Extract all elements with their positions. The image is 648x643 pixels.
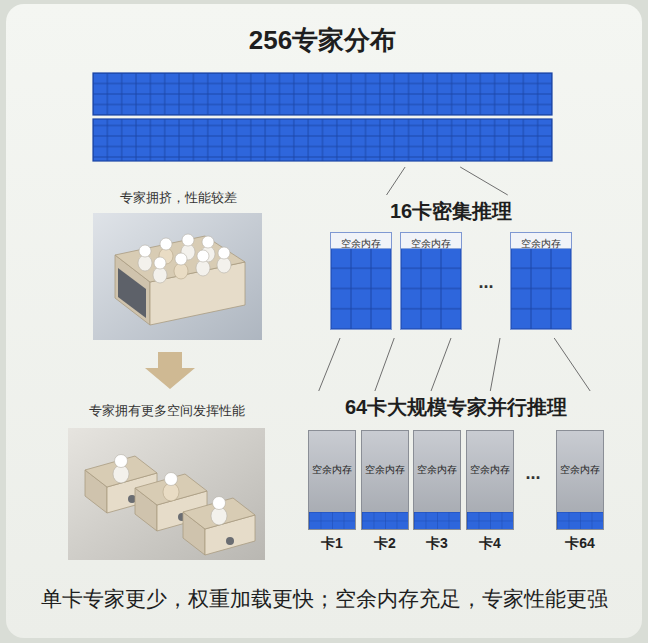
card-expert-strip (309, 512, 355, 529)
ellipsis: ... (466, 272, 506, 292)
illustration-note: 专家拥挤，性能较差 (88, 188, 268, 208)
expert-grid (93, 73, 552, 115)
memory-label: 空余内存 (470, 463, 510, 477)
expert-head (197, 250, 209, 262)
fan-out-lines (387, 167, 508, 195)
expert-body (217, 257, 231, 273)
tray-floor (115, 236, 245, 282)
memory-label: 空余内存 (411, 236, 451, 251)
card-box: 空余内存 (361, 430, 409, 530)
expert-head (202, 236, 214, 248)
card-box: 空余内存 (308, 430, 356, 530)
card-header: 空余内存 (331, 233, 391, 249)
card-name: 卡3 (407, 534, 467, 552)
card-name: 卡64 (550, 534, 610, 552)
card-memory (413, 430, 461, 530)
card-group: 空余内存卡1空余内存卡2空余内存卡3空余内存卡4空余内存卡6464卡大规模专家并… (300, 394, 612, 555)
heading: 64卡大规模专家并行推理 (300, 394, 612, 420)
card-expert-strip (557, 512, 603, 529)
expert-tray (183, 497, 255, 556)
card-expert-grid (511, 248, 571, 329)
card-expert-strip (467, 512, 513, 529)
card-name: 卡2 (355, 534, 415, 552)
card-memory (466, 430, 514, 530)
card-memory (556, 430, 604, 530)
expert-head (154, 257, 166, 269)
gpu-card: 空余内存 (400, 232, 462, 330)
caption: 单卡专家更少，权重加载更快；空余内存充足，专家性能更强 (4, 584, 644, 614)
gpu-card: 空余内存卡4 (466, 430, 514, 555)
memory-label: 空余内存 (312, 463, 352, 477)
gpu-card: 空余内存卡64 (556, 430, 604, 555)
tray-fan (226, 537, 234, 545)
poster-panel (6, 4, 642, 638)
card-memory (361, 430, 409, 530)
memory-label: 空余内存 (521, 236, 561, 251)
memory-label: 空余内存 (341, 236, 381, 251)
crowded-experts (138, 234, 231, 283)
memory-label: 空余内存 (417, 463, 457, 477)
heading: 256专家分布 (93, 24, 552, 56)
card-name: 卡4 (460, 534, 520, 552)
gpu-card: 空余内存卡1 (308, 430, 356, 555)
down-arrow (145, 352, 195, 389)
card-memory (308, 430, 356, 530)
illustration-ground (68, 428, 265, 560)
card-expert-strip (362, 512, 408, 529)
expert-head (213, 497, 226, 510)
expert-head (160, 238, 172, 250)
expert-pool: 256专家分布 (93, 24, 552, 164)
expert-head (165, 473, 178, 486)
illustration-note: 专家拥有更多空间发挥性能 (63, 401, 270, 421)
gpu-card: 空余内存 (330, 232, 392, 330)
memory-label: 空余内存 (560, 463, 600, 477)
gpu-card: 空余内存卡2 (361, 430, 409, 555)
card-header: 空余内存 (401, 233, 461, 249)
expert-head (182, 234, 194, 246)
ellipsis: ... (515, 463, 551, 483)
gpu-card: 空余内存 (510, 232, 572, 330)
expert-grid (93, 119, 552, 161)
heading: 16卡密集推理 (322, 198, 580, 224)
expert-body (138, 255, 152, 271)
card-header: 空余内存 (511, 233, 571, 249)
card-box: 空余内存 (413, 430, 461, 530)
expert-body (174, 263, 188, 279)
card-expert-strip (414, 512, 460, 529)
card-group: 空余内存 空余内存 空余内存 16卡密集推理 (322, 198, 580, 335)
expert-head (175, 253, 187, 265)
memory-label: 空余内存 (365, 463, 405, 477)
expert-body (153, 267, 167, 283)
card-expert-grid (401, 248, 461, 329)
card-box: 空余内存 (466, 430, 514, 530)
card-box: 空余内存 (556, 430, 604, 530)
expert-body (196, 260, 210, 276)
gpu-card: 空余内存卡3 (413, 430, 461, 555)
card-expert-grid (331, 248, 391, 329)
expert-head (139, 245, 151, 257)
fan-out-lines (319, 338, 590, 391)
expert-head (115, 455, 128, 468)
expert-head (218, 247, 230, 259)
card-name: 卡1 (302, 534, 362, 552)
illustration-ground (93, 213, 262, 340)
